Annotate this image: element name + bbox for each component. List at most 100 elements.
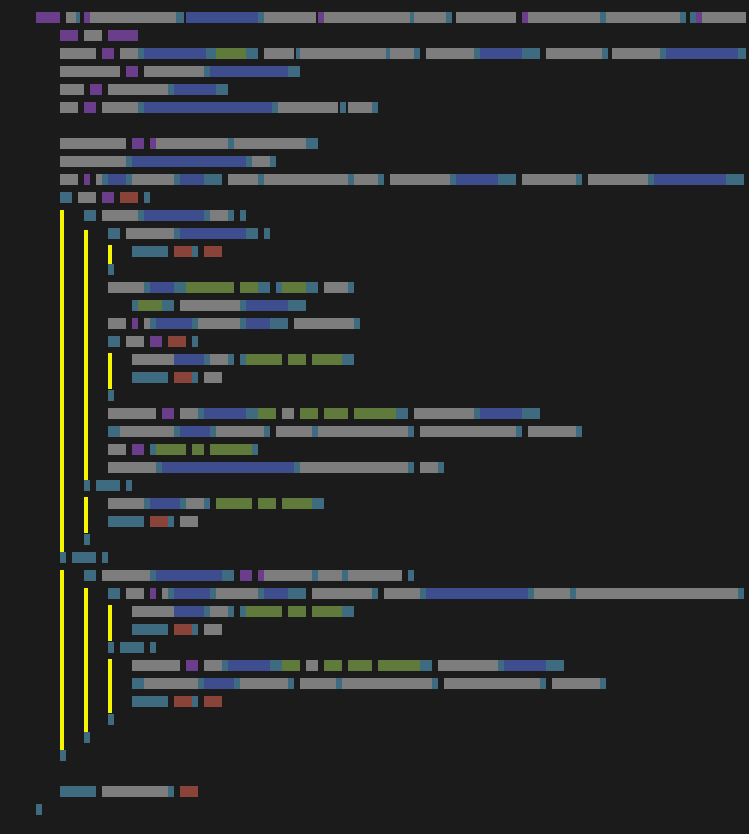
code-token	[324, 12, 410, 23]
code-token	[288, 300, 306, 311]
code-line[interactable]	[0, 224, 749, 242]
code-line[interactable]	[0, 800, 749, 818]
code-token	[186, 498, 204, 509]
code-token	[76, 12, 80, 23]
code-line[interactable]	[0, 350, 749, 368]
code-line[interactable]	[0, 278, 749, 296]
code-token	[240, 300, 246, 311]
code-token	[648, 174, 654, 185]
code-token	[414, 48, 420, 59]
code-token	[174, 588, 210, 599]
code-token	[150, 642, 156, 653]
code-token	[288, 66, 300, 77]
code-line[interactable]	[0, 638, 749, 656]
code-token	[216, 426, 264, 437]
code-token	[348, 570, 402, 581]
code-line[interactable]	[0, 584, 749, 602]
code-line[interactable]	[0, 80, 749, 98]
code-line[interactable]	[0, 134, 749, 152]
code-line[interactable]	[0, 242, 749, 260]
code-line[interactable]	[0, 332, 749, 350]
code-token	[738, 588, 744, 599]
code-token	[108, 588, 120, 599]
code-token	[228, 660, 270, 671]
code-token	[174, 174, 180, 185]
code-line[interactable]	[0, 602, 749, 620]
code-token	[690, 12, 696, 23]
code-token	[192, 444, 204, 455]
code-line[interactable]	[0, 188, 749, 206]
code-token	[174, 84, 216, 95]
code-token	[144, 48, 206, 59]
code-token	[174, 696, 192, 707]
code-token	[306, 138, 318, 149]
code-line[interactable]	[0, 404, 749, 422]
code-line[interactable]	[0, 458, 749, 476]
code-token	[150, 336, 162, 347]
code-line[interactable]	[0, 548, 749, 566]
code-line[interactable]	[0, 476, 749, 494]
code-line[interactable]	[0, 530, 749, 548]
code-token	[162, 462, 294, 473]
code-line[interactable]	[0, 728, 749, 746]
code-token	[126, 156, 132, 167]
code-token	[132, 696, 168, 707]
indent-guide	[60, 210, 64, 552]
code-token	[378, 174, 384, 185]
code-line[interactable]	[0, 656, 749, 674]
code-token	[126, 66, 138, 77]
code-line[interactable]	[0, 710, 749, 728]
code-line[interactable]	[0, 566, 749, 584]
code-line[interactable]	[0, 422, 749, 440]
code-line[interactable]	[0, 152, 749, 170]
code-line[interactable]	[0, 494, 749, 512]
indent-guide	[108, 659, 112, 713]
code-token	[660, 48, 666, 59]
code-token	[210, 66, 288, 77]
code-token	[102, 552, 108, 563]
code-line[interactable]	[0, 62, 749, 80]
code-token	[102, 786, 168, 797]
code-line[interactable]	[0, 386, 749, 404]
code-token	[60, 192, 72, 203]
code-token	[84, 570, 96, 581]
code-token	[192, 246, 198, 257]
code-token	[102, 192, 114, 203]
code-token	[420, 660, 432, 671]
code-line[interactable]	[0, 746, 749, 764]
code-line[interactable]	[0, 206, 749, 224]
code-line[interactable]	[0, 260, 749, 278]
code-line[interactable]	[0, 314, 749, 332]
code-line[interactable]	[0, 368, 749, 386]
code-token	[696, 12, 702, 23]
code-token	[132, 174, 174, 185]
code-token	[240, 354, 246, 365]
code-token	[216, 498, 252, 509]
code-line[interactable]	[0, 8, 749, 26]
code-line[interactable]	[0, 620, 749, 638]
code-token	[234, 678, 240, 689]
code-line[interactable]	[0, 512, 749, 530]
code-token	[108, 228, 120, 239]
code-line[interactable]	[0, 44, 749, 62]
code-line[interactable]	[0, 26, 749, 44]
code-line[interactable]	[0, 692, 749, 710]
code-token	[108, 336, 120, 347]
code-token	[264, 588, 288, 599]
code-token	[102, 210, 138, 221]
code-token	[210, 354, 228, 365]
code-token	[216, 588, 258, 599]
code-line[interactable]	[0, 782, 749, 800]
code-token	[240, 282, 258, 293]
code-line[interactable]	[0, 296, 749, 314]
code-token	[144, 210, 204, 221]
code-token	[108, 516, 144, 527]
code-token	[600, 12, 606, 23]
code-line[interactable]	[0, 440, 749, 458]
code-line[interactable]	[0, 98, 749, 116]
code-token	[240, 606, 246, 617]
code-line[interactable]	[0, 674, 749, 692]
code-token	[126, 336, 144, 347]
code-line[interactable]	[0, 170, 749, 188]
